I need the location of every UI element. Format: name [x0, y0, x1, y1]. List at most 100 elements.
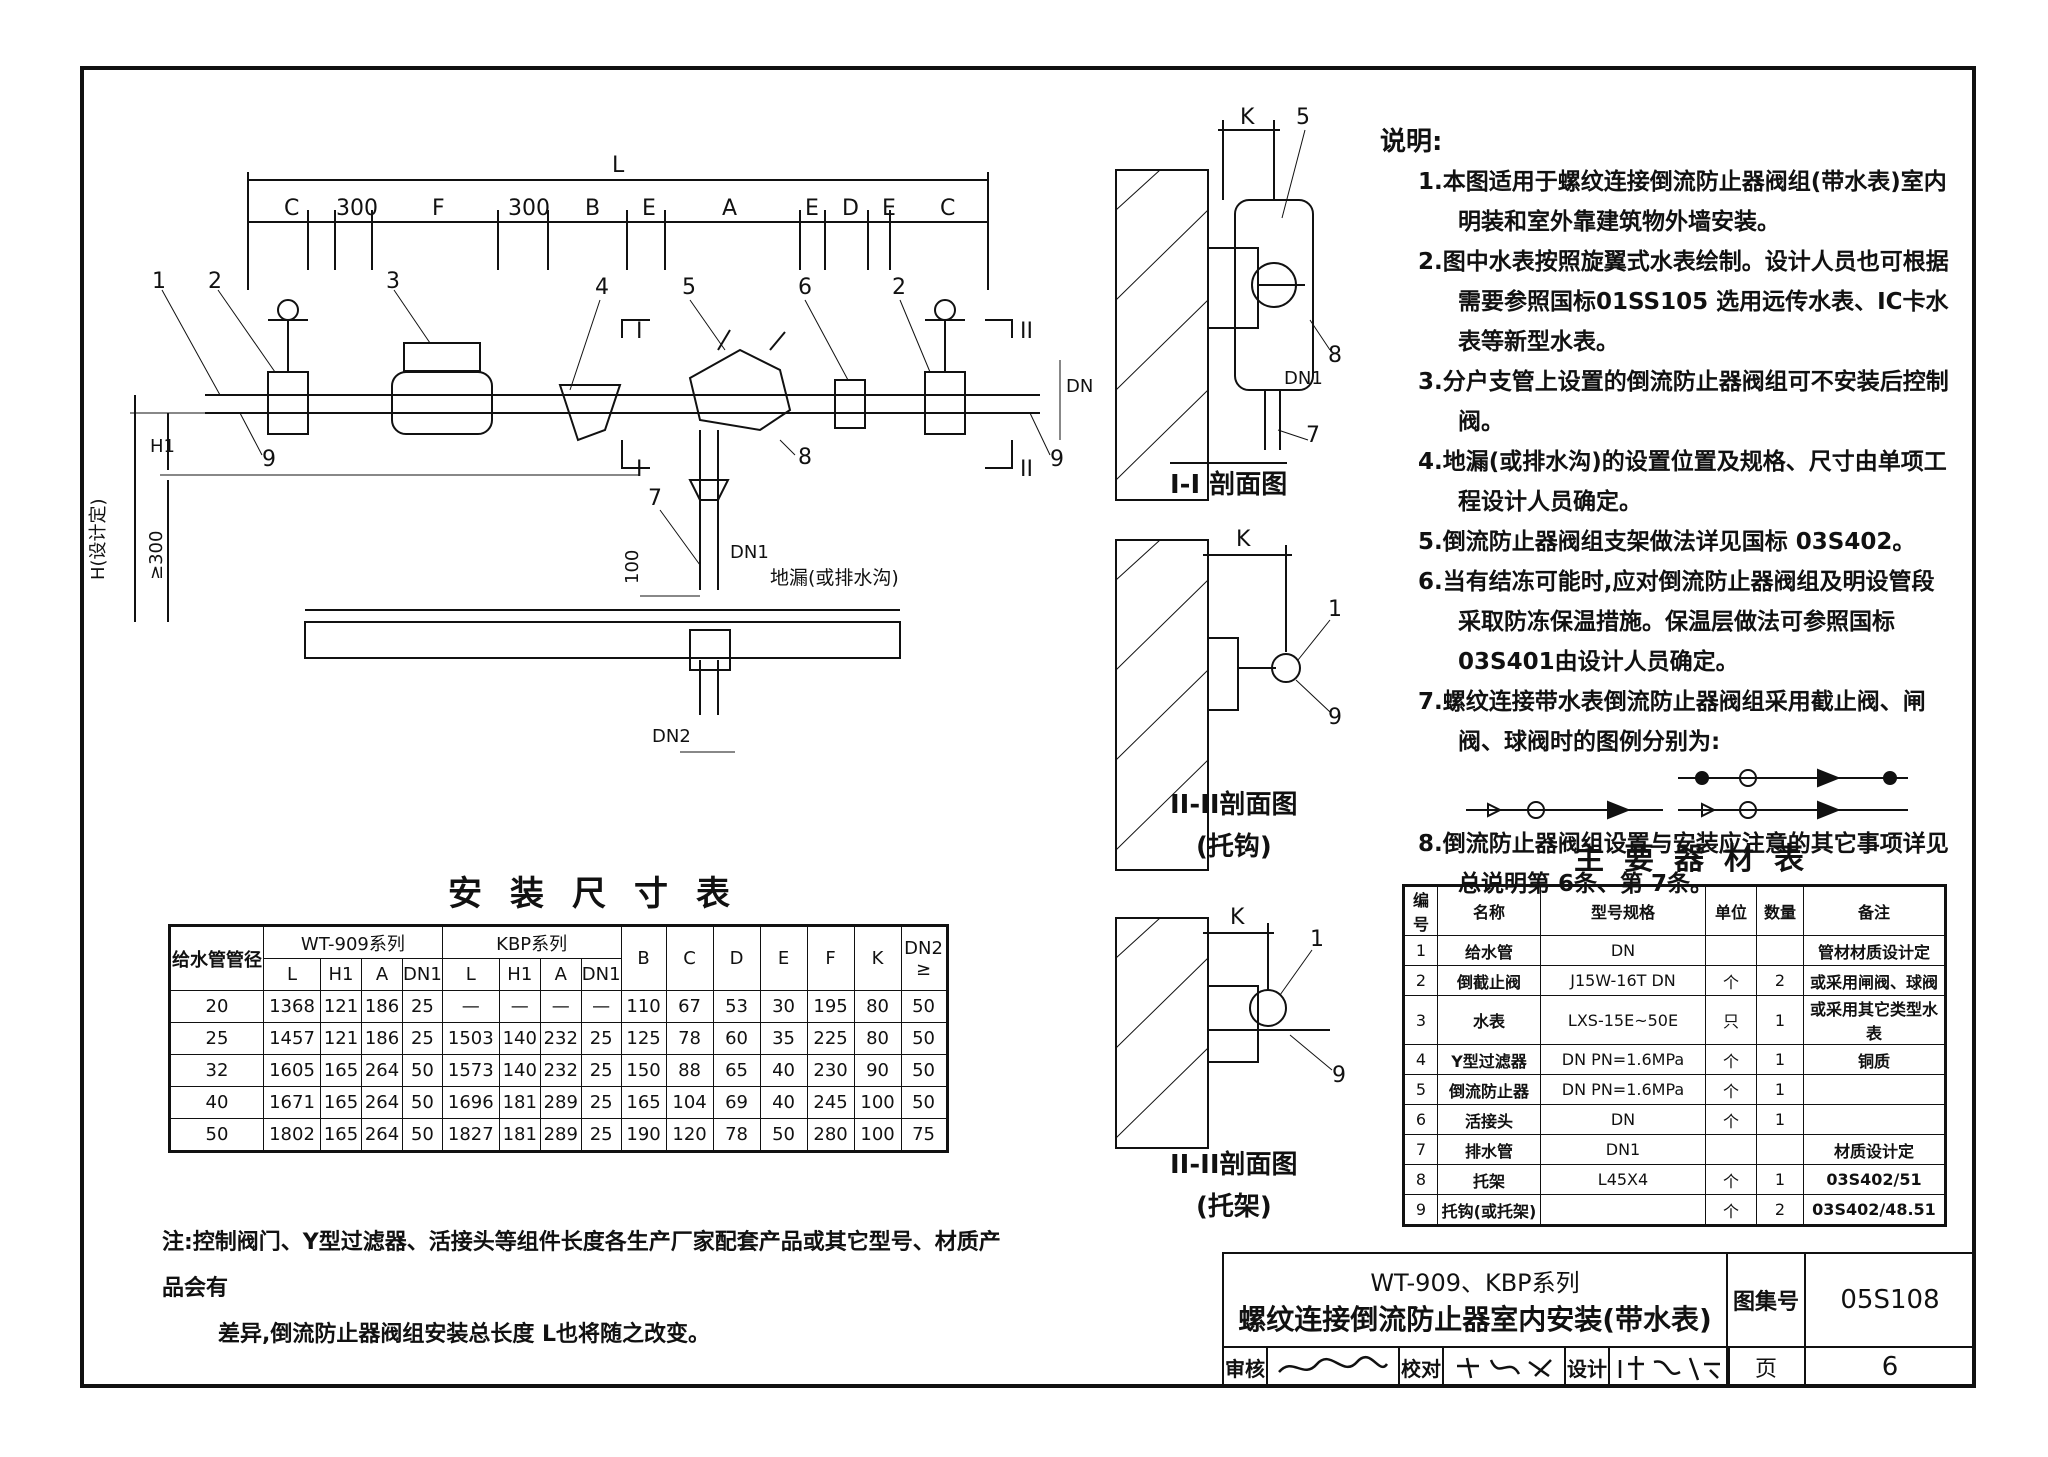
mat-table-cell: DN: [1540, 935, 1706, 966]
s1-dn1: DN1: [1284, 368, 1323, 389]
dim-table-cell: 1671: [263, 1086, 321, 1119]
dim-table-cell: 100: [853, 1118, 902, 1152]
dim-table-cell: 232: [539, 1022, 582, 1055]
note-7: 7.螺纹连接带水表倒流防止器阀组采用截止阀、闸阀、球阀时的图例分别为:: [1418, 689, 1926, 755]
review-label: 审核: [1222, 1346, 1268, 1388]
dim-table-cell: 264: [361, 1054, 403, 1087]
dim-table-title: 安装尺寸表: [448, 874, 758, 914]
dim-table-cell: 80: [853, 1022, 902, 1055]
dim-table-cell: 69: [712, 1086, 761, 1119]
dim-sub-H12: H1: [498, 958, 541, 991]
mat-table-cell: 7: [1403, 1134, 1438, 1165]
callout-9b: 9: [1050, 447, 1064, 472]
dim-table-cell: 25: [402, 990, 443, 1023]
dim-table-cell: 40: [169, 1086, 264, 1119]
dim-table-cell: 90: [853, 1054, 902, 1087]
dim-table-cell: 53: [712, 990, 761, 1023]
mat-table-cell: [1705, 935, 1757, 966]
dim-table-cell: 25: [580, 1118, 622, 1152]
dim-B: B: [585, 196, 600, 221]
dim-table-cell: 264: [361, 1118, 403, 1152]
label-drain: 地漏(或排水沟): [770, 567, 899, 589]
mat-table-cell: 个: [1705, 1074, 1757, 1105]
dim-E1: E: [642, 196, 656, 221]
title-main: 螺纹连接倒流防止器室内安装(带水表): [1238, 1302, 1712, 1336]
dim-E3: E: [882, 196, 896, 221]
title-series: WT-909、KBP系列: [1370, 1268, 1580, 1297]
callout-8: 8: [798, 445, 812, 470]
dim-300b: 300: [508, 196, 550, 221]
dim-table-cell: 40: [759, 1086, 808, 1119]
dim-table-cell: 25: [580, 1054, 622, 1087]
dim-C: C: [284, 196, 299, 221]
label-ge300: ≥300: [146, 531, 167, 580]
mat-table-cell: 个: [1705, 1044, 1757, 1075]
dim-h-F: F: [806, 925, 855, 991]
dim-table-cell: 140: [498, 1022, 541, 1055]
dim-table-cell: 80: [853, 990, 902, 1023]
page-number: 6: [1804, 1346, 1976, 1388]
mat-h-model: 型号规格: [1540, 885, 1706, 936]
mat-table-cell: 或采用闸阀、球阀: [1803, 965, 1946, 996]
dim-table-cell: 120: [665, 1118, 714, 1152]
dim-table-cell: 50: [402, 1086, 443, 1119]
dim-table-cell: 165: [320, 1086, 362, 1119]
dim-sub-A2: A: [539, 958, 582, 991]
dim-table-cell: 190: [620, 1118, 667, 1152]
mat-table-cell: 个: [1705, 965, 1757, 996]
dim-table-cell: 32: [169, 1054, 264, 1087]
mat-table-cell: 管材材质设计定: [1803, 935, 1946, 966]
mat-table-cell: 托架: [1437, 1164, 1541, 1195]
dim-h-wt: WT-909系列: [263, 925, 443, 959]
mat-table-cell: [1540, 1194, 1706, 1226]
dim-sub-L: L: [263, 958, 321, 991]
dim-h-D: D: [712, 925, 761, 991]
dim-table-cell: 181: [498, 1086, 541, 1119]
dim-table-cell: 195: [806, 990, 855, 1023]
dim-table-cell: 25: [169, 1022, 264, 1055]
mat-table-cell: 排水管: [1437, 1134, 1541, 1165]
dim-D: D: [842, 196, 859, 221]
dim-table-cell: —: [539, 990, 582, 1023]
dim-table-cell: —: [441, 990, 500, 1023]
section-drawings: K 5 8 DN1 7 K 1 9 K 1 9: [1115, 105, 1346, 1149]
dim-table-cell: 121: [320, 1022, 362, 1055]
valve-legend: [1458, 762, 1950, 824]
section-mark-I-top: I: [636, 319, 643, 344]
callout-7: 7: [648, 486, 662, 511]
dim-h-B: B: [620, 925, 667, 991]
dim-table-cell: 50: [759, 1118, 808, 1152]
mat-table-cell: 1: [1403, 935, 1438, 966]
s1-callout-7: 7: [1306, 423, 1320, 448]
callout-3: 3: [386, 269, 400, 294]
dim-table-cell: —: [498, 990, 541, 1023]
dim-table-cell: 1827: [441, 1118, 500, 1152]
mat-table-cell: 8: [1403, 1164, 1438, 1195]
mat-table-cell: 托钩(或托架): [1437, 1194, 1541, 1226]
dim-table-cell: 50: [900, 1022, 948, 1055]
dim-table-cell: 104: [665, 1086, 714, 1119]
mat-h-remark: 备注: [1803, 885, 1946, 936]
dim-h-kbp: KBP系列: [441, 925, 622, 959]
s1-k: K: [1240, 105, 1255, 130]
atlas-number: 05S108: [1804, 1252, 1976, 1348]
footnote-line-2: 差异,倒流防止器阀组安装总长度 L也将随之改变。: [218, 1322, 711, 1347]
mat-table-cell: 9: [1403, 1194, 1438, 1226]
dim-table-cell: 100: [853, 1086, 902, 1119]
dim-table-cell: 232: [539, 1054, 582, 1087]
s3-k: K: [1230, 905, 1245, 930]
s3-callout-9: 9: [1332, 1063, 1346, 1088]
dim-A: A: [722, 196, 737, 221]
mat-table-cell: DN1: [1540, 1134, 1706, 1165]
design-label: 设计: [1564, 1346, 1610, 1388]
dim-table-cell: 88: [665, 1054, 714, 1087]
mat-table-cell: 铜质: [1803, 1044, 1946, 1075]
dim-table-cell: 75: [900, 1118, 948, 1152]
